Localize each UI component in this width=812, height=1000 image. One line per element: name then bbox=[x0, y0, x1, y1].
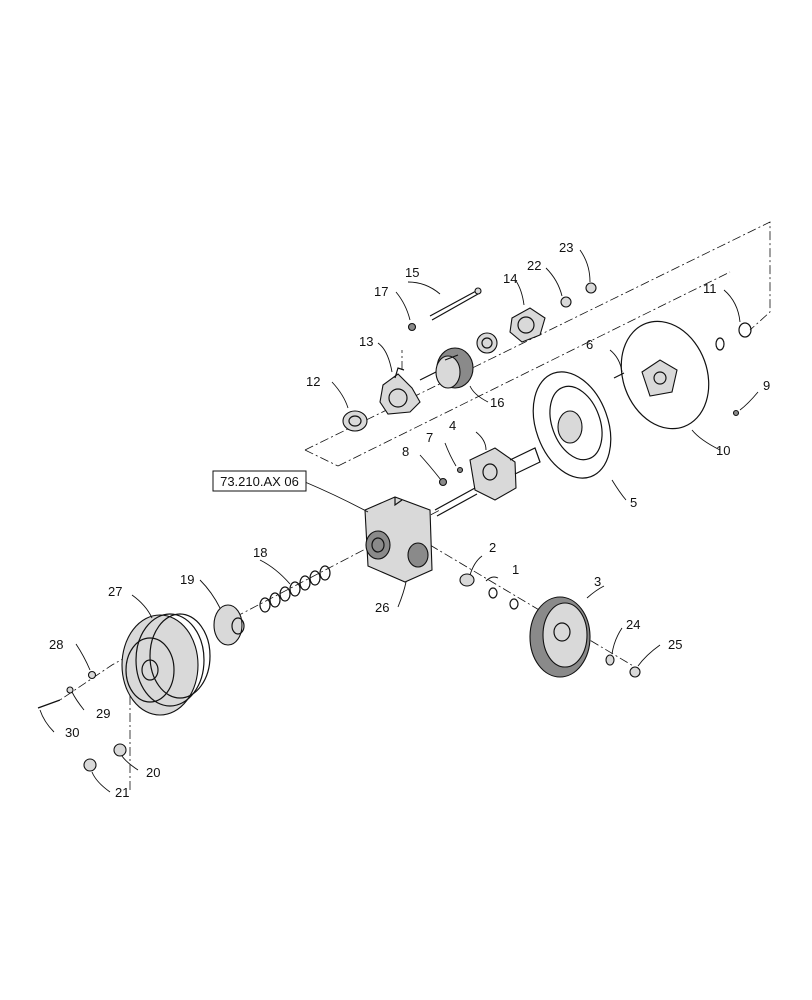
callout-18[interactable]: 18 bbox=[253, 545, 267, 560]
callout-30[interactable]: 30 bbox=[65, 725, 79, 740]
part-pin-9[interactable] bbox=[732, 409, 740, 417]
callout-21[interactable]: 21 bbox=[115, 785, 129, 800]
part-bracket-13[interactable] bbox=[379, 367, 421, 415]
part-nut-23[interactable] bbox=[585, 282, 597, 294]
callout-25[interactable]: 25 bbox=[668, 637, 682, 652]
part-bushing-2[interactable] bbox=[459, 573, 475, 587]
callout-14[interactable]: 14 bbox=[503, 271, 517, 286]
callout-labels: 1 2 3 4 5 6 7 8 9 10 11 12 13 14 15 16 1… bbox=[49, 240, 770, 800]
part-bolt-30[interactable] bbox=[37, 699, 61, 709]
callout-11[interactable]: 11 bbox=[703, 281, 717, 296]
leader-lines bbox=[39, 249, 759, 793]
callout-3[interactable]: 3 bbox=[594, 574, 601, 589]
part-snap-ring-11[interactable] bbox=[738, 322, 752, 338]
part-bolt-15[interactable] bbox=[429, 287, 482, 321]
callout-24[interactable]: 24 bbox=[626, 617, 640, 632]
part-washer-1[interactable] bbox=[488, 587, 519, 610]
part-nut-8[interactable] bbox=[438, 477, 448, 487]
callout-20[interactable]: 20 bbox=[146, 765, 160, 780]
callout-19[interactable]: 19 bbox=[180, 572, 194, 587]
part-spring-18[interactable] bbox=[259, 565, 331, 613]
callout-26[interactable]: 26 bbox=[375, 600, 389, 615]
callout-4[interactable]: 4 bbox=[449, 418, 456, 433]
part-nut-21[interactable] bbox=[83, 758, 97, 772]
callout-8[interactable]: 8 bbox=[402, 444, 409, 459]
part-nut-17[interactable] bbox=[407, 322, 417, 332]
reference-label: 73.210.AX 06 bbox=[220, 474, 299, 489]
callout-6[interactable]: 6 bbox=[586, 337, 593, 352]
callout-7[interactable]: 7 bbox=[426, 430, 433, 445]
callout-28[interactable]: 28 bbox=[49, 637, 63, 652]
callout-17[interactable]: 17 bbox=[374, 284, 388, 299]
callout-23[interactable]: 23 bbox=[559, 240, 573, 255]
part-hub-4[interactable] bbox=[469, 447, 541, 501]
callout-2[interactable]: 2 bbox=[489, 540, 496, 555]
part-sprocket-16[interactable] bbox=[419, 347, 474, 389]
part-pin-6[interactable] bbox=[613, 372, 625, 379]
part-washer-29[interactable] bbox=[66, 686, 74, 694]
part-washer-24[interactable] bbox=[605, 654, 615, 666]
part-nut-28[interactable] bbox=[87, 670, 97, 680]
callout-27[interactable]: 27 bbox=[108, 584, 122, 599]
reference-box[interactable]: 73.210.AX 06 bbox=[212, 470, 307, 492]
part-pulley-3[interactable] bbox=[529, 596, 591, 678]
callout-5[interactable]: 5 bbox=[630, 495, 637, 510]
part-shaft-spline[interactable] bbox=[434, 487, 478, 517]
callout-16[interactable]: 16 bbox=[490, 395, 504, 410]
part-ring[interactable] bbox=[476, 332, 498, 354]
callout-12[interactable]: 12 bbox=[306, 374, 320, 389]
callout-22[interactable]: 22 bbox=[527, 258, 541, 273]
part-bolt-7[interactable] bbox=[456, 466, 464, 474]
part-washer-22[interactable] bbox=[560, 296, 572, 308]
part-pulley-27[interactable] bbox=[121, 613, 211, 716]
callout-9[interactable]: 9 bbox=[763, 378, 770, 393]
part-plate-5[interactable] bbox=[519, 361, 624, 489]
callout-13[interactable]: 13 bbox=[359, 334, 373, 349]
part-gearbox-26[interactable] bbox=[364, 496, 433, 583]
part-disc-10[interactable] bbox=[607, 309, 724, 441]
part-ring-small[interactable] bbox=[715, 337, 725, 351]
part-nut-25[interactable] bbox=[629, 666, 641, 678]
callout-10[interactable]: 10 bbox=[716, 443, 730, 458]
part-bearing-14[interactable] bbox=[509, 307, 546, 343]
part-seal-12[interactable] bbox=[342, 410, 368, 432]
part-washer-20[interactable] bbox=[113, 743, 127, 757]
callout-15[interactable]: 15 bbox=[405, 265, 419, 280]
part-flange-19[interactable] bbox=[213, 604, 245, 646]
callout-1[interactable]: 1 bbox=[512, 562, 519, 577]
callout-29[interactable]: 29 bbox=[96, 706, 110, 721]
